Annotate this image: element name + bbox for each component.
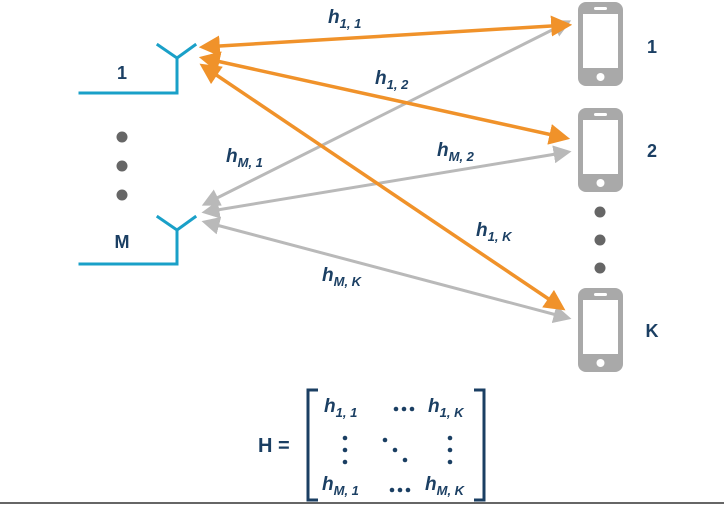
matrix-lhs: H = bbox=[258, 435, 290, 457]
matrix-entry-hm1: hM, 1 bbox=[322, 474, 359, 498]
phone-2-icon bbox=[578, 108, 623, 192]
antenna-ellipsis bbox=[116, 131, 128, 201]
matrix-dots bbox=[342, 406, 453, 493]
matrix-entry-h1k: h1, K bbox=[428, 396, 465, 420]
phone-1-icon bbox=[578, 2, 623, 86]
user-k-label: K bbox=[646, 321, 659, 341]
phone-k-icon bbox=[578, 288, 623, 372]
channel-label-hm1: hM, 1 bbox=[226, 146, 263, 170]
link-1-k bbox=[199, 63, 566, 311]
user-2-label: 2 bbox=[647, 141, 657, 161]
matrix-right-bracket bbox=[474, 388, 486, 502]
user-ellipsis bbox=[594, 206, 606, 274]
link-1-1 bbox=[198, 15, 573, 57]
channel-matrix: H = h1, 1 h1, K hM, 1 hM, K bbox=[258, 388, 486, 502]
channel-label-h11: h1, 1 bbox=[328, 7, 361, 31]
channel-label-hmk: hM, K bbox=[322, 265, 363, 289]
antenna-1 bbox=[78, 42, 198, 95]
link-m-k bbox=[201, 216, 572, 324]
channel-label-h1k: h1, K bbox=[476, 220, 513, 244]
user-1-label: 1 bbox=[647, 37, 657, 57]
channel-label-hm2: hM, 2 bbox=[437, 140, 475, 164]
channel-label-h12: h1, 2 bbox=[375, 68, 409, 92]
antenna-m-label: M bbox=[115, 232, 130, 252]
antenna-m bbox=[78, 214, 198, 266]
matrix-entry-hmk: hM, K bbox=[425, 474, 466, 498]
antenna-1-label: 1 bbox=[117, 63, 127, 83]
matrix-left-bracket bbox=[306, 388, 318, 502]
link-m-1 bbox=[201, 20, 572, 206]
matrix-entry-h11: h1, 1 bbox=[324, 396, 357, 420]
